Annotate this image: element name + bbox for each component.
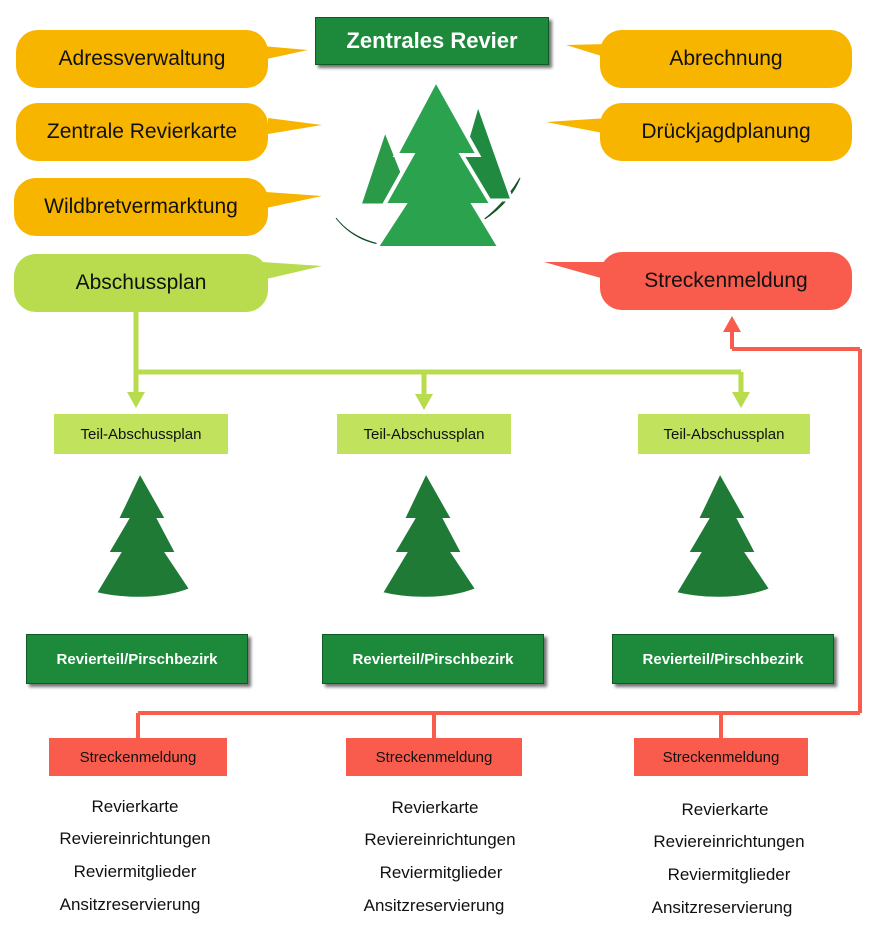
bubble-adressverwaltung: Adressverwaltung — [16, 30, 268, 88]
feature-1-reviermitglieder: Reviermitglieder — [73, 862, 197, 881]
bubble-tail-abrechnung — [566, 44, 608, 58]
bubble-revierkarte: Zentrale Revierkarte — [16, 103, 268, 161]
bubble-streckenmeldung: Streckenmeldung — [600, 252, 852, 310]
streckenmeldung-box-1: Streckenmeldung — [49, 738, 227, 776]
central-tree-logo — [335, 75, 521, 250]
bubble-abrechnung: Abrechnung — [600, 30, 852, 88]
bubble-wildbret: Wildbretvermarktung — [14, 178, 268, 236]
arrowhead-streckenmeldung — [723, 316, 741, 332]
feature-3-reviereinrichtungen: Reviereinrichtungen — [653, 832, 805, 851]
feature-2-ansitzreservierung: Ansitzreservierung — [363, 896, 505, 915]
central-title-box: Zentrales Revier — [315, 17, 549, 65]
feature-3-revierkarte: Revierkarte — [681, 800, 769, 819]
bubble-tail-adressverwaltung — [262, 46, 308, 60]
streckenmeldung-box-2: Streckenmeldung — [346, 738, 522, 776]
revierteil-box-1: Revierteil/Pirschbezirk — [26, 634, 248, 684]
teil-abschussplan-1: Teil-Abschussplan — [54, 414, 228, 454]
streckenmeldung-box-3: Streckenmeldung — [634, 738, 808, 776]
bubble-tail-abschussplan — [262, 262, 322, 280]
feature-1-reviereinrichtungen: Reviereinrichtungen — [59, 829, 211, 848]
bubble-tail-streckenmeldung — [544, 262, 608, 280]
bubble-tail-wildbret — [266, 192, 322, 208]
feature-1-revierkarte: Revierkarte — [91, 797, 179, 816]
abschussplan-connector — [133, 312, 744, 396]
arrowhead-1 — [127, 392, 145, 408]
revierteil-box-2: Revierteil/Pirschbezirk — [322, 634, 544, 684]
teil-abschussplan-2: Teil-Abschussplan — [337, 414, 511, 454]
tree-2 — [380, 470, 478, 599]
tree-1 — [94, 470, 192, 599]
central-title: Zentrales Revier — [346, 28, 518, 53]
bubble-tail-drueckjagd — [546, 118, 608, 134]
feature-1-ansitzreservierung: Ansitzreservierung — [59, 895, 201, 914]
streckenmeldung-connector — [136, 330, 862, 740]
teil-abschussplan-3: Teil-Abschussplan — [638, 414, 810, 454]
arrowhead-2 — [415, 394, 433, 410]
bubble-tail-revierkarte — [268, 118, 322, 134]
tree-3 — [674, 470, 772, 599]
revierteil-box-3: Revierteil/Pirschbezirk — [612, 634, 834, 684]
feature-3-reviermitglieder: Reviermitglieder — [667, 865, 791, 884]
feature-3-ansitzreservierung: Ansitzreservierung — [651, 898, 793, 917]
bubble-abschussplan: Abschussplan — [14, 254, 268, 312]
feature-2-reviereinrichtungen: Reviereinrichtungen — [364, 830, 516, 849]
arrowhead-3 — [732, 392, 750, 408]
feature-2-revierkarte: Revierkarte — [391, 798, 479, 817]
bubble-drueckjagd: Drückjagdplanung — [600, 103, 852, 161]
feature-2-reviermitglieder: Reviermitglieder — [379, 863, 503, 882]
